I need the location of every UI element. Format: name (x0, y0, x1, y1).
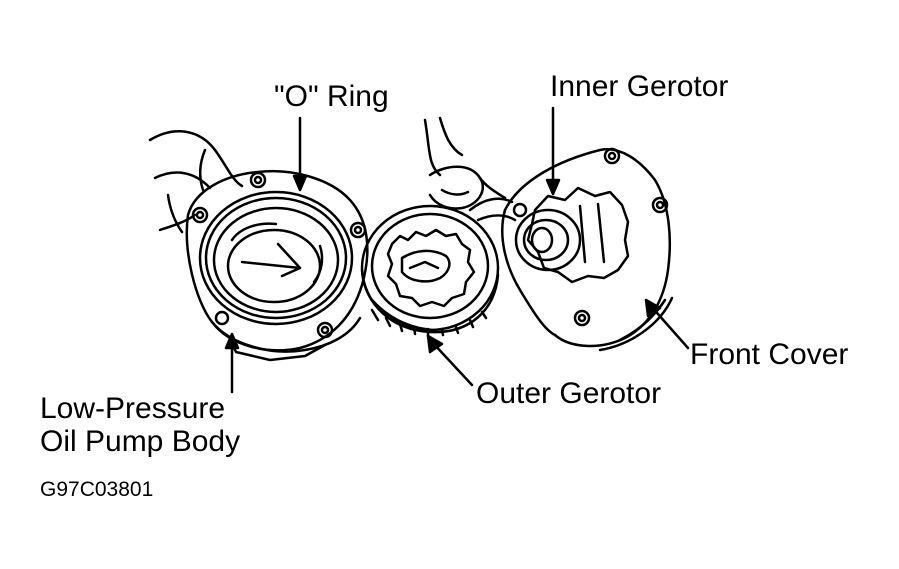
inner-gerotor-label: Inner Gerotor (550, 70, 729, 103)
pump-body-arrowhead (224, 332, 240, 350)
o-ring-arrowhead (292, 174, 308, 192)
pump-body-drawing (148, 130, 369, 362)
outer-gerotor-label: Outer Gerotor (476, 377, 662, 410)
front-cover-drawing (468, 147, 674, 352)
outer-gerotor-drawing (360, 116, 507, 338)
front-cover-label: Front Cover (690, 338, 849, 371)
figure-code: G97C03801 (40, 478, 154, 501)
leader-lines (224, 106, 690, 394)
outer-gerotor-arrowhead (426, 334, 444, 354)
outer-gerotor-leader (430, 340, 474, 387)
front-cover-leader (648, 303, 690, 350)
o-ring-label: "O" Ring (274, 80, 389, 113)
pump-body-label-line1: Low-Pressure (40, 392, 226, 425)
front-cover-arrowhead (644, 298, 662, 318)
inner-gerotor-arrowhead (545, 178, 561, 196)
pump-body-label-line2: Oil Pump Body (40, 425, 241, 458)
